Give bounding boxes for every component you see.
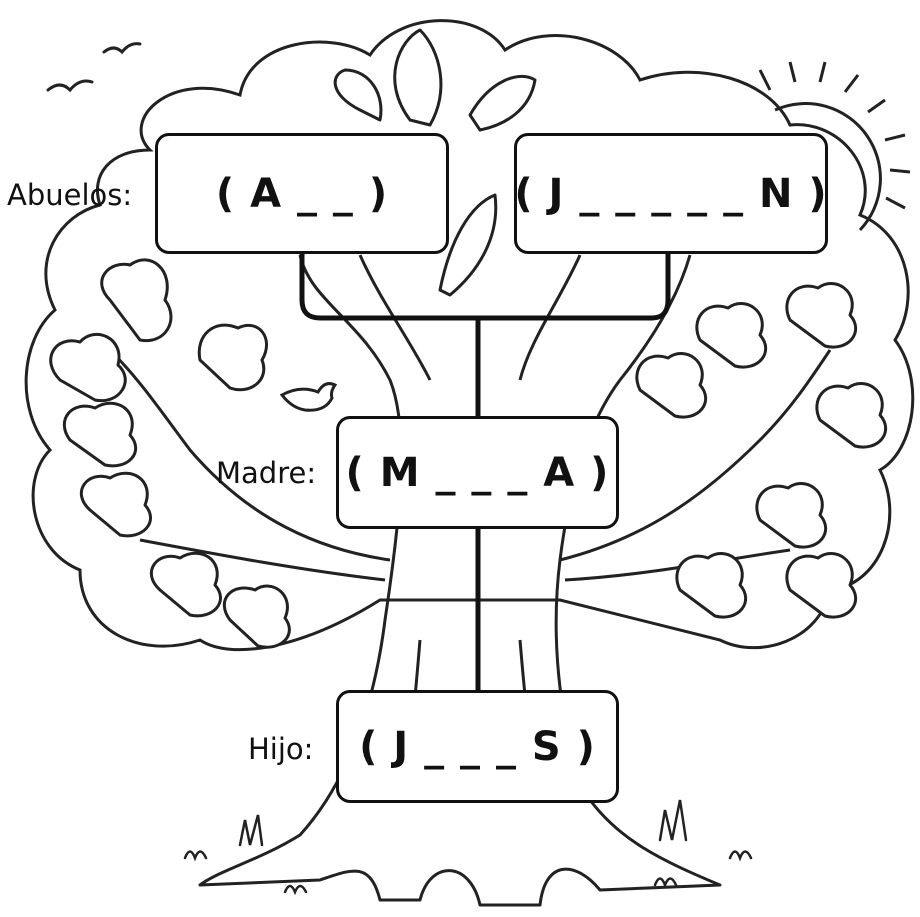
leaf-clusters [49, 28, 888, 649]
grass-tufts [183, 799, 753, 896]
flying-birds-icon [46, 42, 142, 93]
grandparent-2-name-box: ( J _ _ _ _ _ N ) [514, 133, 828, 254]
perched-bird-icon [279, 382, 338, 412]
grandparent-1-name-box: ( A _ _ ) [155, 133, 449, 254]
child-label: Hijo: [248, 732, 314, 766]
mother-label: Madre: [216, 456, 317, 490]
mother-name-box: ( M _ _ _ A ) [336, 416, 619, 529]
grandparents-label: Abuelos: [7, 178, 133, 212]
canopy-outline [24, 19, 915, 652]
child-name-box: ( J _ _ _ S ) [336, 690, 619, 803]
sun-icon [758, 61, 911, 232]
family-connectors [299, 252, 671, 690]
